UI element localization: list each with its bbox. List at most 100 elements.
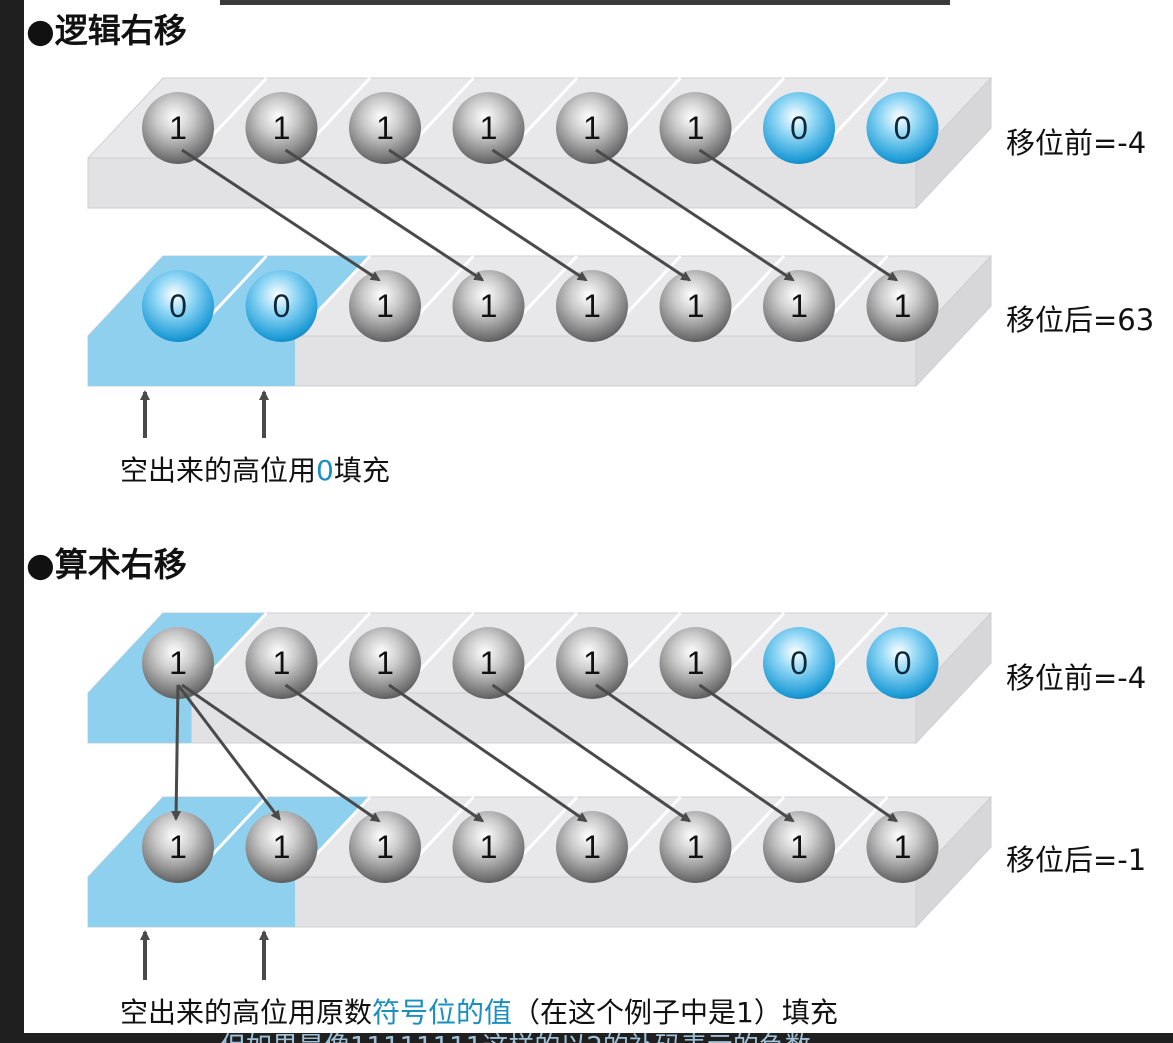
bit-value: 0: [894, 645, 912, 681]
shift-arrow: [181, 148, 381, 282]
bit-value: 1: [687, 829, 705, 865]
section-logical-shift: ●逻辑右移 1 1 1 1 1 1 0 0 移位前=-4 0 0 1 1 1 1 1 1 移位后=63 空出…: [26, 11, 1154, 487]
bit-ball-one: [142, 627, 214, 699]
top-strip: [220, 0, 950, 5]
bit-value: 1: [169, 110, 187, 146]
watermark: 稀土掘金技术社区 @ 小墙程序员: [836, 989, 1158, 1014]
bit-value: 1: [376, 110, 394, 146]
bit-ball-one: [556, 811, 628, 883]
bit-value: 1: [583, 829, 601, 865]
bit-value: 0: [790, 110, 808, 146]
shift-arrow: [491, 148, 692, 282]
sign-copy-arrow: [171, 684, 182, 821]
note-part-highlight: 0: [316, 454, 334, 487]
bit-ball-one: [452, 92, 525, 164]
shift-arrow: [491, 683, 692, 823]
bit-ball-zero: [866, 92, 939, 164]
bit-ball-zero: [763, 92, 835, 164]
fill-pointer-arrows: [140, 930, 269, 980]
bit-ball-one: [659, 811, 732, 883]
bit-ball-one: [245, 811, 318, 883]
bit-value: 1: [583, 288, 601, 324]
bit-value: 1: [687, 645, 705, 681]
bit-value: 1: [376, 829, 394, 865]
bit-value: 1: [480, 110, 498, 146]
bit-value: 1: [687, 110, 705, 146]
note-part: 空出来的高位用原数: [120, 996, 372, 1029]
bit-value: 1: [583, 110, 601, 146]
fill-note: 空出来的高位用原数符号位的值（在这个例子中是1）填充: [120, 996, 838, 1029]
bit-ball-one: [452, 627, 525, 699]
fill-front-highlight: [88, 877, 295, 927]
shift-arrow: [284, 148, 485, 282]
bit-value: 0: [169, 288, 187, 324]
fill-front-highlight: [88, 336, 295, 386]
bit-ball-zero: [142, 270, 214, 342]
bit-ball-zero: [763, 627, 835, 699]
fill-pointer-arrows: [140, 390, 269, 438]
bit-value: 1: [273, 645, 291, 681]
bit-ball-one: [659, 270, 732, 342]
shift-arrows: [171, 683, 899, 823]
bit-ball-one: [452, 811, 525, 883]
bit-value: 1: [376, 288, 394, 324]
bit-value: 1: [273, 829, 291, 865]
bit-ball-one: [866, 811, 939, 883]
bit-value: 1: [169, 829, 187, 865]
bit-value: 1: [480, 829, 498, 865]
bit-ball-zero: [866, 627, 939, 699]
bit-ball-one: [763, 270, 835, 342]
bit-ball-one: [349, 92, 421, 164]
bit-ball-one: [142, 92, 214, 164]
bit-ball-one: [452, 270, 525, 342]
bit-ball-one: [659, 92, 732, 164]
fill-note: 空出来的高位用0填充: [120, 454, 390, 487]
bit-value: 1: [687, 288, 705, 324]
bit-ball-one: [866, 270, 939, 342]
shift-arrows: [181, 148, 899, 282]
tray-after: 1 1 1 1 1 1 1 1: [86, 795, 993, 929]
bit-value: 1: [273, 110, 291, 146]
bit-value: 1: [894, 288, 912, 324]
bit-value: 0: [790, 645, 808, 681]
shift-arrow: [388, 148, 588, 282]
bit-ball-one: [659, 627, 732, 699]
bit-value: 1: [790, 829, 808, 865]
bit-ball-one: [556, 627, 628, 699]
bit-ball-one: [349, 270, 421, 342]
bit-value: 1: [894, 829, 912, 865]
tray-front-face: [87, 692, 917, 744]
bit-ball-one: [556, 270, 628, 342]
bit-ball-zero: [245, 270, 318, 342]
bit-ball-one: [763, 811, 835, 883]
shift-arrow: [181, 683, 381, 823]
before-label: 移位前=-4: [1006, 126, 1146, 160]
bit-ball-one: [245, 627, 318, 699]
bit-ball-one: [245, 92, 318, 164]
tray-before: 1 1 1 1 1 1 0 0: [86, 76, 993, 210]
bit-value: 1: [376, 645, 394, 681]
bit-ball-one: [349, 627, 421, 699]
bit-ball-one: [349, 811, 421, 883]
bit-value: 0: [894, 110, 912, 146]
bit-value: 1: [480, 288, 498, 324]
note-part: （在这个例子中是1）填充: [512, 996, 838, 1029]
bit-value: 1: [790, 288, 808, 324]
shift-arrow: [698, 683, 899, 823]
bit-ball-one: [142, 811, 214, 883]
note-part: 空出来的高位用: [120, 454, 316, 487]
note-part: 填充: [334, 454, 390, 487]
bit-value: 1: [480, 645, 498, 681]
bit-ball-one: [556, 92, 628, 164]
sign-copy-arrow: [176, 684, 281, 821]
shift-arrow: [698, 148, 899, 282]
shift-arrow: [388, 683, 588, 823]
shift-arrow: [595, 148, 795, 282]
after-label: 移位后=63: [1006, 303, 1154, 337]
bit-value: 1: [583, 645, 601, 681]
section-title: ●逻辑右移: [26, 11, 187, 50]
